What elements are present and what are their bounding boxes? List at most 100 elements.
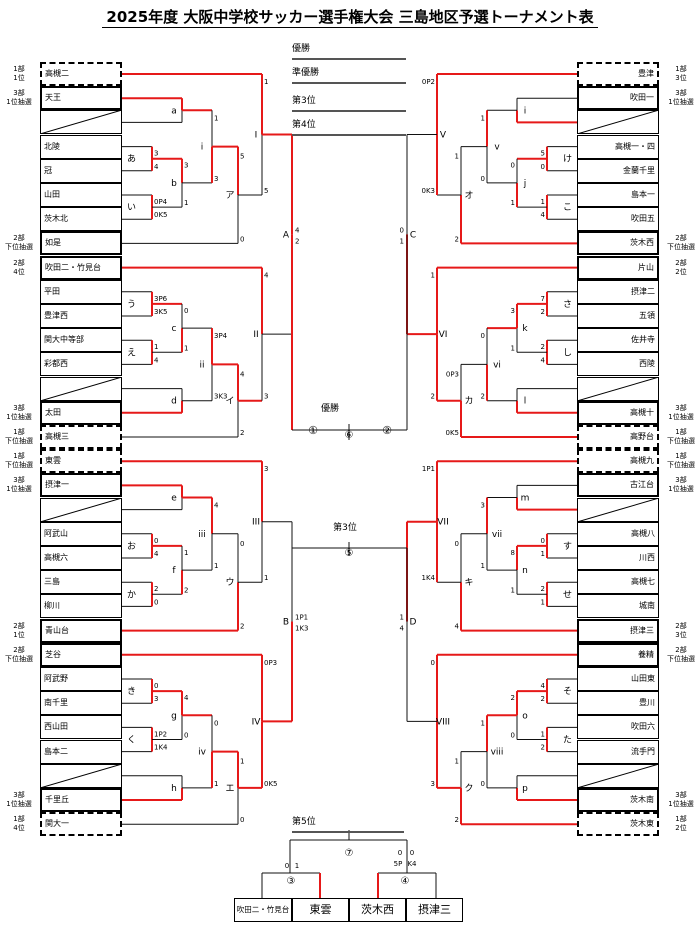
- team-name: 吹田二・竹見台: [45, 262, 101, 272]
- match-label: す: [563, 541, 572, 552]
- team-name: 西山田: [44, 722, 68, 732]
- score-label: 4: [214, 502, 219, 510]
- team-box: 高槻八: [577, 521, 659, 546]
- team-box: 豊津: [577, 62, 659, 86]
- score-label: 2: [240, 429, 244, 437]
- score-label: 5P: [394, 860, 403, 868]
- score-label: 2: [541, 343, 545, 351]
- score-label: 3P6: [154, 295, 168, 303]
- team-name: 茨木南: [630, 795, 654, 804]
- score-label: 4: [264, 272, 269, 280]
- match-label: ii: [199, 360, 204, 370]
- team-box: 太田: [40, 400, 122, 425]
- team-name: 島本二: [44, 746, 68, 756]
- score-label: 1: [511, 199, 515, 207]
- score-label: 2: [431, 393, 435, 401]
- team-name: 南千里: [44, 698, 68, 708]
- bye-slash: [41, 111, 121, 134]
- team-box: 西山田: [40, 715, 122, 740]
- score-label: 4: [184, 694, 189, 702]
- score-label: K4: [407, 860, 417, 868]
- score-label: 3: [481, 502, 485, 510]
- match-label: う: [127, 299, 136, 310]
- team-box: 彩都西: [40, 352, 122, 377]
- team-name: 冠: [44, 165, 52, 175]
- team-qualification-note: 1部 3位: [675, 65, 687, 82]
- score-label: 0: [481, 780, 485, 788]
- score-label: 1: [541, 598, 545, 606]
- score-label: 0: [431, 659, 435, 667]
- team-qualification-note: 1部 4位: [13, 815, 25, 833]
- team-qualification-note: 3部 1位抽選: [668, 89, 694, 107]
- score-label: 2: [541, 585, 545, 593]
- score-label: 0: [541, 537, 545, 545]
- match-label: イ: [225, 397, 234, 407]
- bye-slash: [41, 377, 121, 400]
- final-team-2: 東雲: [292, 898, 349, 922]
- score-label: 0K5: [446, 429, 460, 437]
- team-box: 島本二: [40, 739, 122, 764]
- score-label: 1: [240, 758, 244, 766]
- match-label: a: [171, 106, 177, 116]
- team-qualification-note: 2部 下位抽選: [5, 645, 33, 663]
- team-qualification-note: 1部 下位抽選: [5, 428, 33, 445]
- score-label: 4: [400, 625, 405, 633]
- team-name: 摂津三: [630, 625, 654, 635]
- match-label: B: [283, 618, 289, 628]
- team-qualification-note: 2部 下位抽選: [667, 234, 695, 252]
- team-box: 高槻三: [40, 425, 122, 449]
- match-label: i: [201, 143, 204, 153]
- score-label: 1: [511, 344, 515, 352]
- match-label: i: [524, 106, 527, 116]
- team-box: 茨木東: [577, 812, 659, 837]
- bye-slot: [40, 110, 122, 135]
- team-qualification-note: 2部 4位: [13, 258, 25, 276]
- team-box: 摂津一: [40, 473, 122, 498]
- score-label: 5: [541, 150, 545, 158]
- score-label: 2: [154, 585, 158, 593]
- score-label: 1: [455, 153, 459, 161]
- team-box: 高槻七: [577, 570, 659, 595]
- match-label: あ: [127, 154, 136, 165]
- match-label: D: [410, 618, 417, 628]
- team-box: 茨木西: [577, 231, 659, 256]
- team-box: 山田東: [577, 667, 659, 691]
- team-box: 阿武野: [40, 667, 122, 691]
- team-name: 片山: [638, 262, 654, 272]
- score-label: 1: [511, 586, 515, 594]
- match-number: ⑥: [345, 430, 354, 441]
- score-label: 4: [295, 226, 300, 234]
- match-label: V: [440, 131, 447, 141]
- team-name: 高槻十: [630, 407, 654, 417]
- score-label: 1: [541, 550, 545, 558]
- match-number: ⑤: [345, 548, 354, 559]
- match-label: か: [127, 589, 136, 600]
- score-label: 5: [240, 153, 244, 161]
- team-box: 吹田六: [577, 715, 659, 740]
- match-label: iv: [198, 748, 207, 758]
- team-box: 島本一: [577, 183, 659, 207]
- bye-slash: [41, 498, 121, 521]
- center-label: 優勝: [321, 402, 339, 414]
- team-name: 山田: [44, 190, 60, 199]
- score-label: 0K5: [264, 780, 278, 788]
- match-label: く: [127, 736, 136, 746]
- match-label: vii: [492, 530, 502, 540]
- team-name: 山田東: [631, 674, 655, 683]
- team-box: 茨木南: [577, 788, 659, 812]
- match-label: エ: [225, 784, 234, 794]
- score-label: 3: [154, 150, 158, 158]
- team-name: 関大中等部: [44, 335, 84, 345]
- match-label: h: [171, 784, 177, 794]
- score-label: 4: [541, 356, 546, 364]
- match-label: お: [127, 541, 136, 552]
- team-box: 千里丘: [40, 788, 122, 812]
- score-label: 4: [154, 550, 159, 558]
- team-name: 高槻八: [631, 528, 655, 538]
- team-name: 平田: [44, 286, 60, 296]
- team-box: 関大中等部: [40, 328, 122, 353]
- team-name: 金蘭千里: [623, 165, 655, 175]
- team-box: 豊川: [577, 691, 659, 716]
- final-team-3: 茨木西: [349, 898, 406, 922]
- team-box: 芝谷: [40, 642, 122, 667]
